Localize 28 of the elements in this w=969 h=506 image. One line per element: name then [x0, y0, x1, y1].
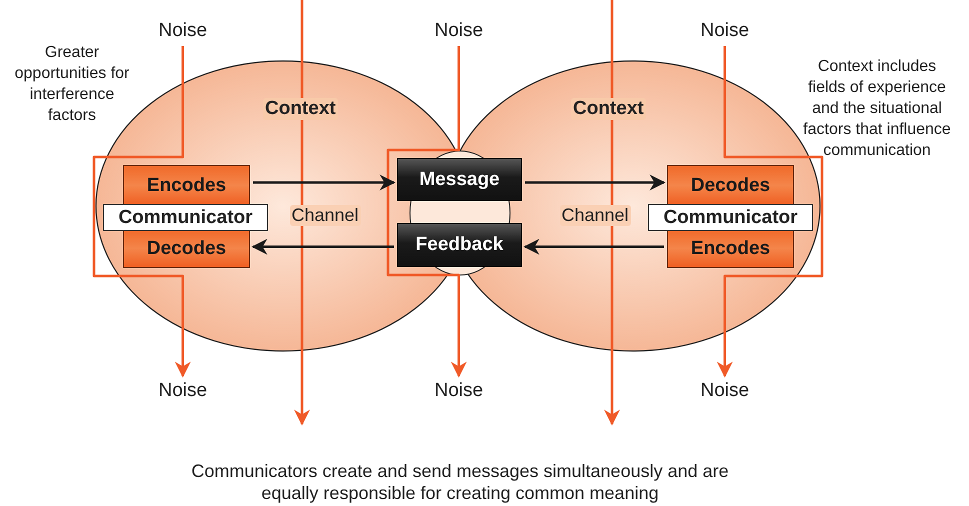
encodes-box: Encodes [123, 165, 250, 206]
caption: Communicators create and send messages simultaneously and are equally responsible for creating common meaning [190, 460, 730, 504]
channel-label: Channel [560, 205, 631, 226]
arrow [523, 238, 664, 255]
arrow [716, 46, 824, 378]
communicator-box: Communicator [648, 204, 813, 231]
arrow [251, 238, 394, 255]
annotation-text: Greater opportunities for interference factors [14, 43, 130, 126]
noise-label: Noise [434, 380, 484, 402]
message-box: Message [397, 158, 522, 201]
noise-label: Noise [158, 380, 208, 402]
context-label: Context [571, 98, 646, 120]
noise-label: Noise [700, 380, 750, 402]
communicator-box: Communicator [103, 204, 268, 231]
arrow [92, 46, 191, 378]
encodes-box: Encodes [667, 229, 794, 268]
channel-label: Channel [290, 205, 361, 226]
decodes-box: Decodes [123, 229, 250, 268]
noise-label: Noise [158, 20, 208, 42]
noise-label: Noise [434, 20, 484, 42]
feedback-box: Feedback [397, 223, 522, 267]
arrow [525, 174, 666, 190]
arrow [253, 174, 396, 190]
annotation-text: Context includes fields of experience and the situational factors that influence communication [802, 57, 952, 161]
context-label: Context [263, 98, 338, 120]
arrow [386, 46, 467, 378]
decodes-box: Decodes [667, 165, 794, 206]
noise-label: Noise [700, 20, 750, 42]
